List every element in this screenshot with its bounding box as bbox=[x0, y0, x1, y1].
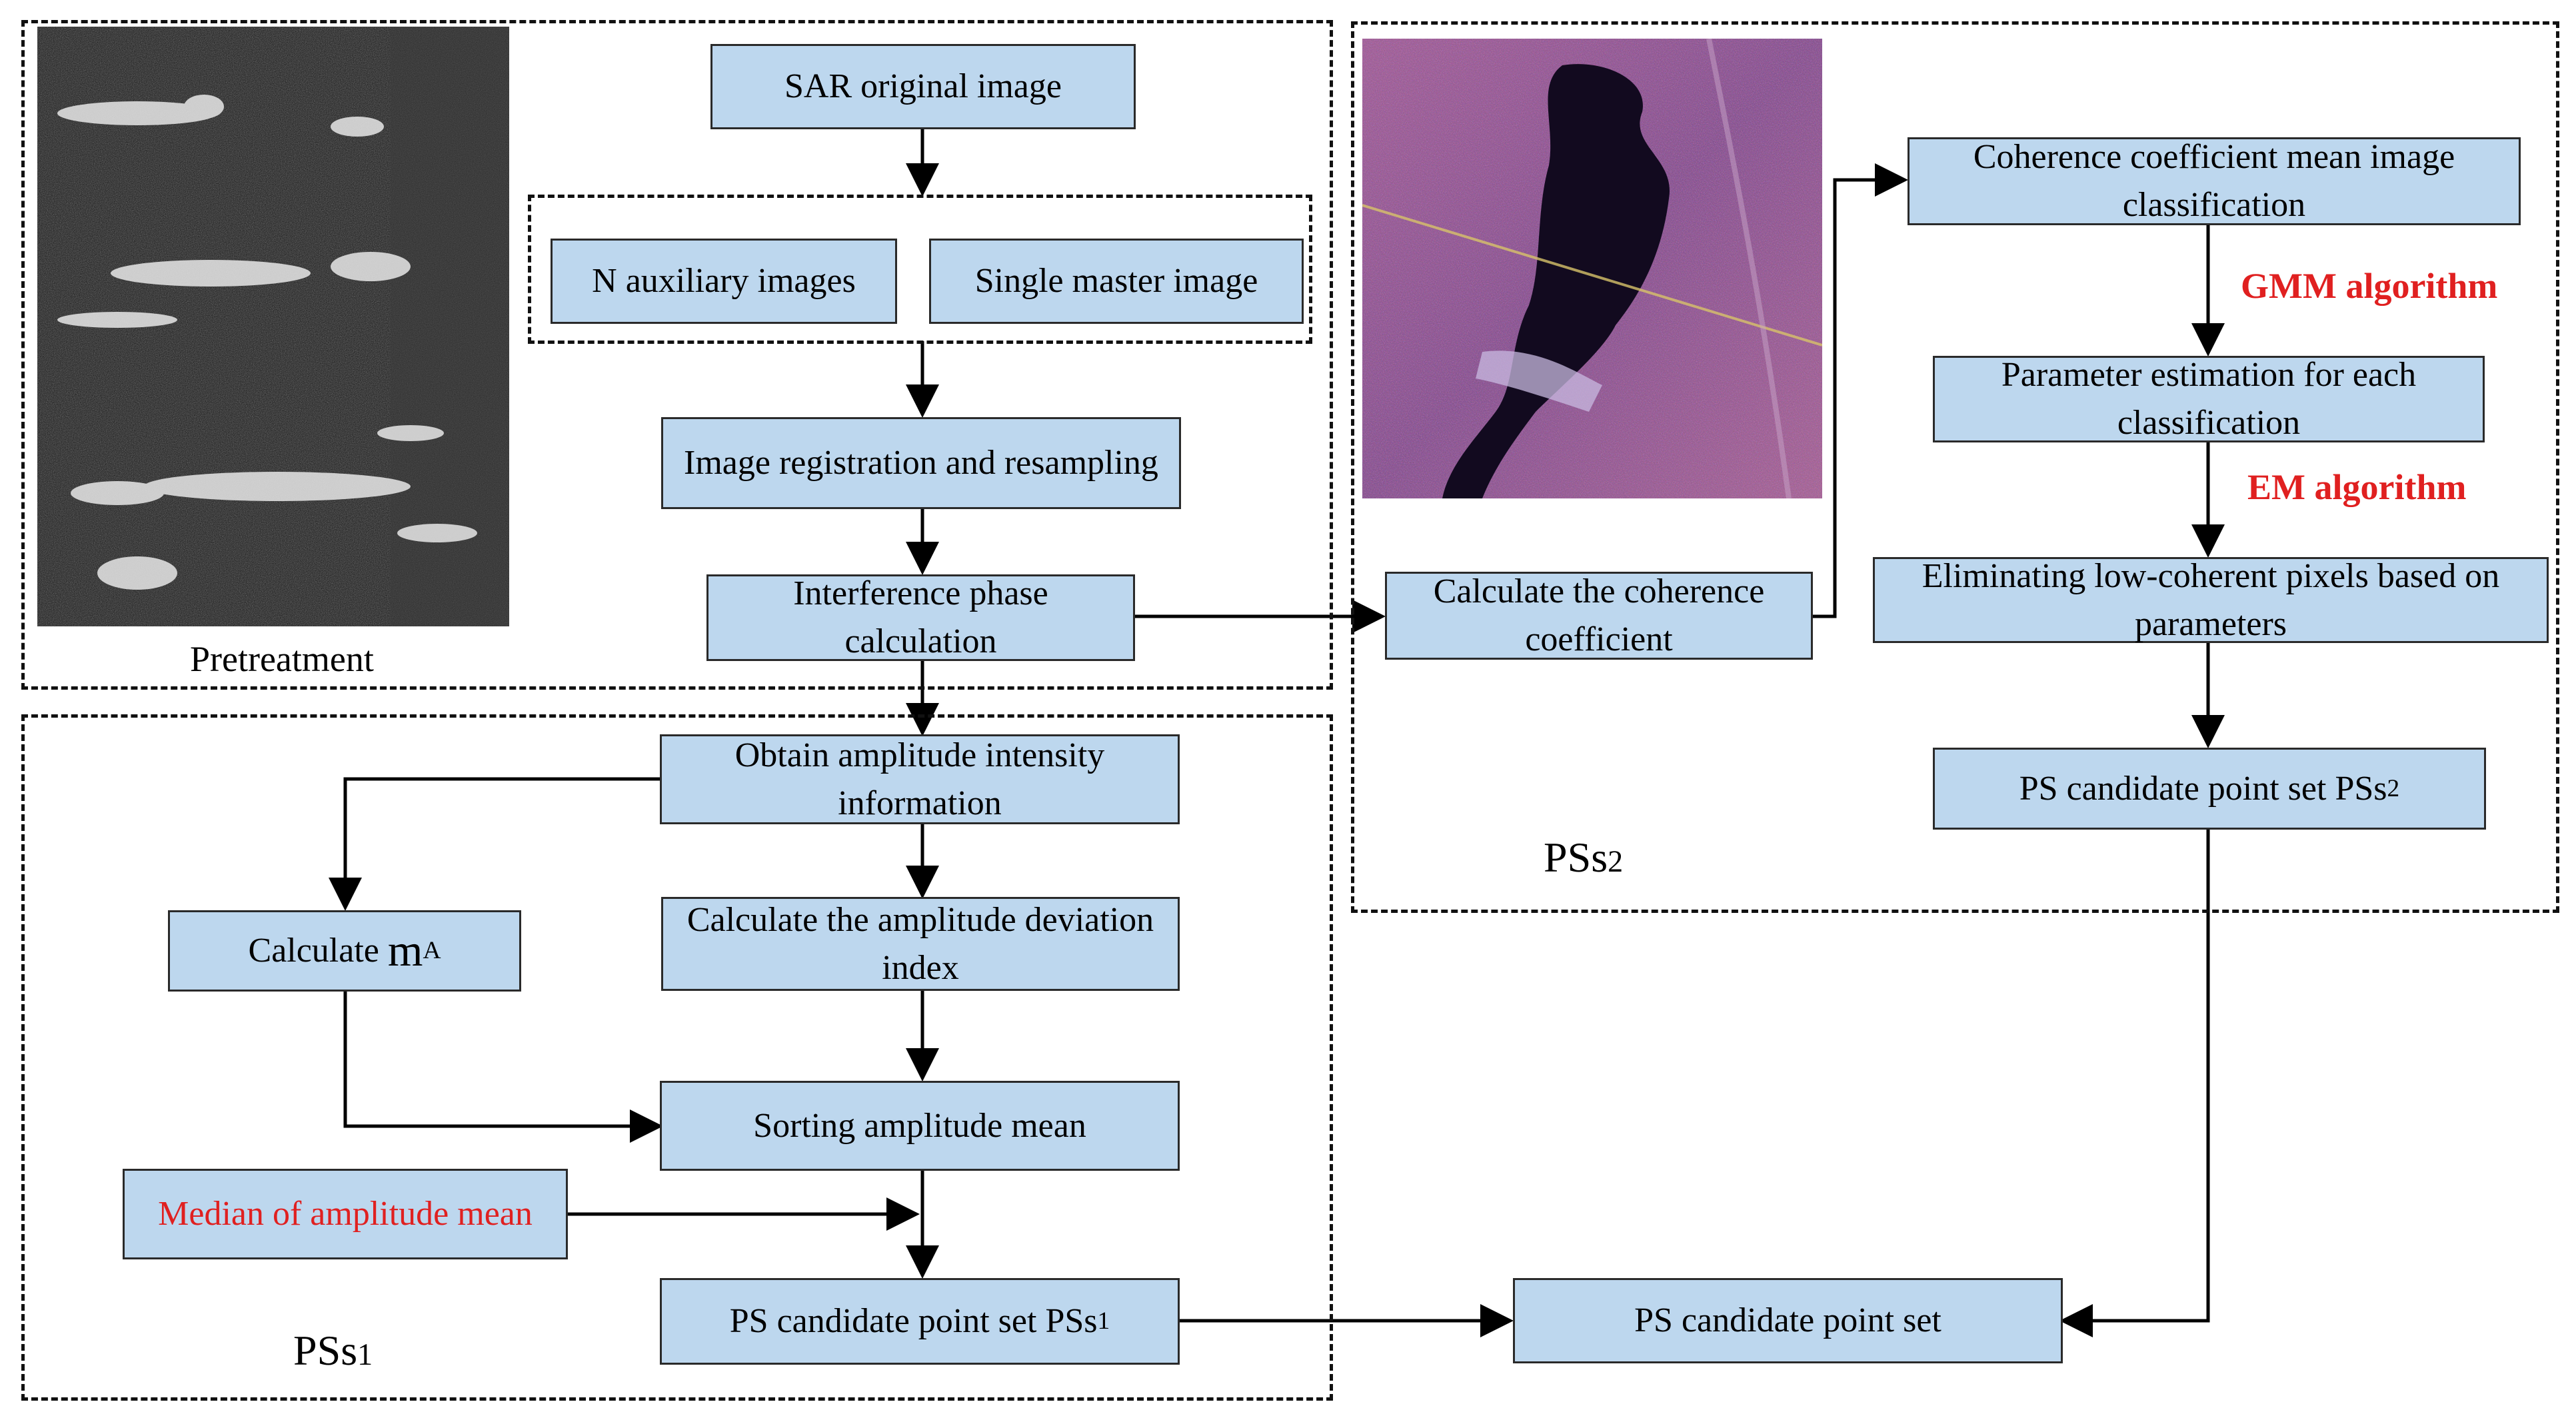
sar-original-image-box: SAR original image bbox=[710, 44, 1136, 129]
sar-amplitude-graphic bbox=[37, 27, 509, 626]
calculate-ma-subscript: A bbox=[423, 937, 441, 964]
arrow-obtain-to-calc-ma bbox=[329, 777, 660, 911]
calculate-ma-text: Calculate bbox=[248, 932, 388, 970]
pss2-region bbox=[1351, 21, 2559, 913]
parameter-estimation-box: Parameter estimation for each classifica… bbox=[1933, 356, 2485, 442]
obtain-amplitude-box: Obtain amplitude intensity information bbox=[660, 734, 1180, 824]
pss2-region-label-text: PSs bbox=[1544, 834, 1608, 881]
n-auxiliary-images-box: N auxiliary images bbox=[551, 239, 897, 324]
interference-phase-box: Interference phase calculation bbox=[706, 574, 1135, 661]
single-master-image-box: Single master image bbox=[929, 239, 1304, 324]
calculate-ma-symbol: m bbox=[387, 926, 423, 976]
pss2-box-text: PS candidate point set PSs bbox=[2019, 769, 2387, 808]
em-algorithm-label: EM algorithm bbox=[2247, 467, 2467, 507]
coherence-calc-box: Calculate the coherence coefficient bbox=[1385, 572, 1813, 660]
median-amplitude-box: Median of amplitude mean bbox=[123, 1169, 568, 1259]
arrow-coherence-to-classification bbox=[1813, 163, 1908, 618]
arrow-calc-ma-to-sorting bbox=[343, 992, 663, 1143]
pss2-region-label: PSs2 bbox=[1544, 833, 1623, 882]
coherence-classification-box: Coherence coefficient mean image classif… bbox=[1908, 137, 2521, 225]
coherence-graphic bbox=[1362, 39, 1822, 498]
image-registration-box: Image registration and resampling bbox=[661, 417, 1181, 509]
sar-amplitude-image bbox=[37, 27, 509, 626]
amplitude-deviation-box: Calculate the amplitude deviation index bbox=[661, 897, 1180, 991]
pss1-region bbox=[21, 714, 1333, 1401]
final-ps-candidate-box: PS candidate point set bbox=[1513, 1278, 2063, 1363]
coherence-image bbox=[1362, 39, 1822, 498]
pss1-region-label-text: PSs bbox=[293, 1327, 358, 1374]
pss2-box-subscript: 2 bbox=[2387, 774, 2400, 802]
arrow-pss2-to-final bbox=[2059, 830, 2210, 1337]
pss1-box-subscript: 1 bbox=[1097, 1307, 1110, 1335]
sorting-amplitude-box: Sorting amplitude mean bbox=[660, 1081, 1180, 1171]
pss1-box-text: PS candidate point set PSs bbox=[729, 1302, 1098, 1340]
input-images-region bbox=[528, 195, 1312, 344]
pretreatment-region bbox=[21, 20, 1333, 690]
pss1-region-label-subscript: 1 bbox=[357, 1337, 373, 1371]
gmm-algorithm-label: GMM algorithm bbox=[2241, 266, 2498, 306]
pss1-region-label: PSs1 bbox=[293, 1326, 373, 1375]
pretreatment-label: Pretreatment bbox=[190, 639, 374, 679]
pss2-region-label-subscript: 2 bbox=[1608, 844, 1624, 878]
eliminating-pixels-box: Eliminating low-coherent pixels based on… bbox=[1873, 557, 2549, 643]
